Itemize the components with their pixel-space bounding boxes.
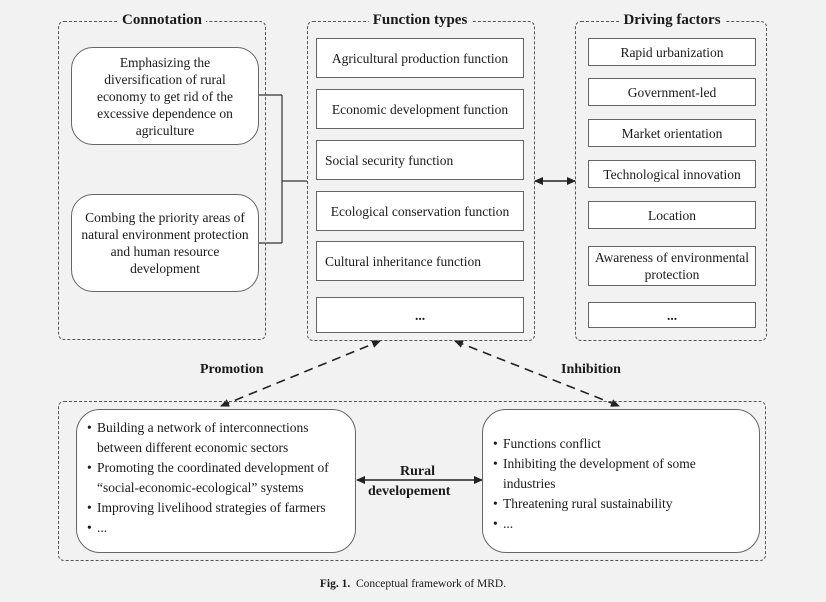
inhibition-item: •... — [493, 516, 514, 531]
promotion-label: Promotion — [200, 362, 264, 377]
function-types-title: Function types — [368, 12, 472, 29]
rural-development-panel — [58, 401, 766, 561]
function-economic-development: Economic development function — [316, 89, 524, 129]
function-ecological-conservation: Ecological conservation function — [316, 191, 524, 231]
caption-prefix: Fig. 1. — [319, 578, 351, 590]
promotion-effects-box: •Building a network of interconnections … — [76, 409, 356, 553]
promotion-item: •Building a network of interconnections … — [87, 420, 309, 455]
function-more: ... — [316, 297, 524, 333]
driver-location: Location — [588, 201, 756, 229]
driver-government-led: Government-led — [588, 78, 756, 106]
connotation-title: Connotation — [117, 12, 207, 29]
driver-more: ... — [588, 302, 756, 328]
promotion-item: •... — [87, 520, 108, 535]
function-agricultural-production: Agricultural production function — [316, 38, 524, 78]
bracket-connector — [259, 94, 307, 244]
promotion-item: •Improving livelihood strategies of farm… — [87, 500, 326, 515]
promotion-arrow — [220, 340, 381, 407]
driver-market-orientation: Market orientation — [588, 119, 756, 147]
function-social-security: Social security function — [316, 140, 524, 180]
promotion-item: •Promoting the coordinated development o… — [87, 460, 329, 495]
driver-technological-innovation: Technological innovation — [588, 160, 756, 188]
inhibition-effects-box: •Functions conflict •Inhibiting the deve… — [482, 409, 760, 553]
inhibition-item: •Threatening rural sustainability — [493, 496, 673, 511]
connotation-item-2: Combing the priority areas of natural en… — [71, 194, 259, 292]
driving-factors-title: Driving factors — [619, 12, 725, 29]
caption-text: Conceptual framework of MRD. — [356, 578, 507, 590]
function-cultural-inheritance: Cultural inheritance function — [316, 241, 524, 281]
figure-caption: Fig. 1. Conceptual framework of MRD. — [320, 578, 506, 590]
connotation-item-1: Emphasizing the diversification of rural… — [71, 47, 259, 145]
development-label: developement — [368, 484, 451, 499]
rural-label: Rural — [400, 464, 435, 479]
driver-rapid-urbanization: Rapid urbanization — [588, 38, 756, 66]
inhibition-item: •Functions conflict — [493, 436, 601, 451]
inhibition-item: •Inhibiting the development of some indu… — [493, 456, 696, 491]
inhibition-label: Inhibition — [561, 362, 621, 377]
driver-environmental-awareness: Awareness of environmental protection — [588, 246, 756, 286]
